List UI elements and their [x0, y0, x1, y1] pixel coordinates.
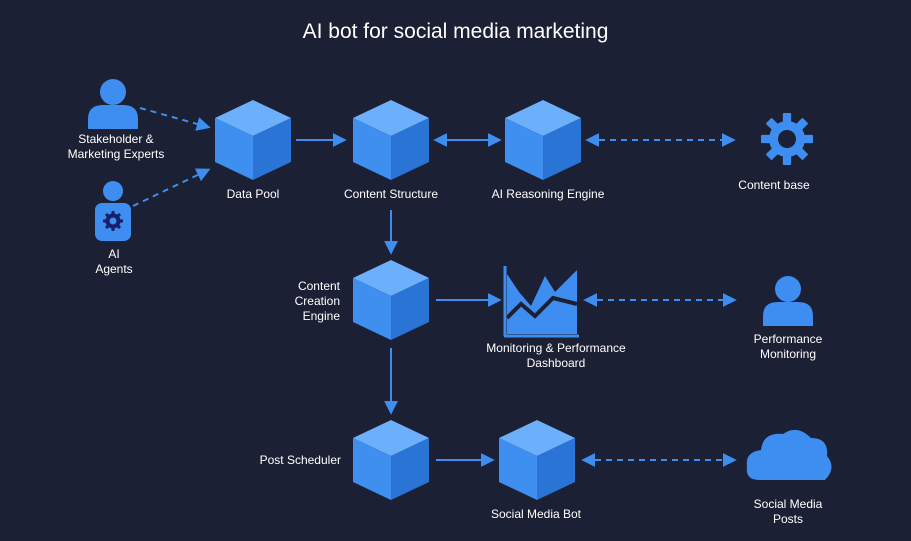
gear-icon: [761, 113, 813, 165]
person-icon: [88, 79, 138, 129]
label-social-media-bot: Social Media Bot: [490, 507, 582, 521]
label-content-creation-engine: Content Creation Engine: [294, 279, 340, 323]
chart-icon: [503, 266, 579, 338]
robot-agent-icon: [95, 181, 131, 241]
label-social-media-posts: Social Media Posts: [753, 497, 823, 526]
cube-icon: [353, 100, 429, 180]
nodes-layer: [88, 79, 832, 500]
label-content-structure: Content Structure: [343, 187, 439, 201]
edges-layer: [132, 107, 737, 467]
edge-ai-agents-to-data-pool: [132, 168, 211, 207]
cube-icon: [353, 260, 429, 340]
diagram-title: AI bot for social media marketing: [302, 20, 609, 43]
cube-icon: [499, 420, 575, 500]
label-data-pool: Data Pool: [226, 187, 280, 201]
label-stakeholder: Stakeholder & Marketing Experts: [67, 132, 165, 161]
cube-icon: [353, 420, 429, 500]
cube-icon: [505, 100, 581, 180]
label-content-base: Content base: [738, 178, 810, 192]
cloud-icon: [746, 429, 832, 480]
label-performance-monitoring: Performance Monitoring: [753, 332, 823, 361]
label-monitoring-dashboard: Monitoring & Performance Dashboard: [486, 341, 626, 370]
edge-stakeholder-to-data-pool: [139, 107, 211, 131]
label-post-scheduler: Post Scheduler: [259, 453, 341, 467]
label-ai-agents: AI Agents: [95, 247, 133, 276]
label-ai-reasoning-engine: AI Reasoning Engine: [491, 187, 605, 201]
cube-icon: [215, 100, 291, 180]
person-icon: [763, 276, 813, 326]
